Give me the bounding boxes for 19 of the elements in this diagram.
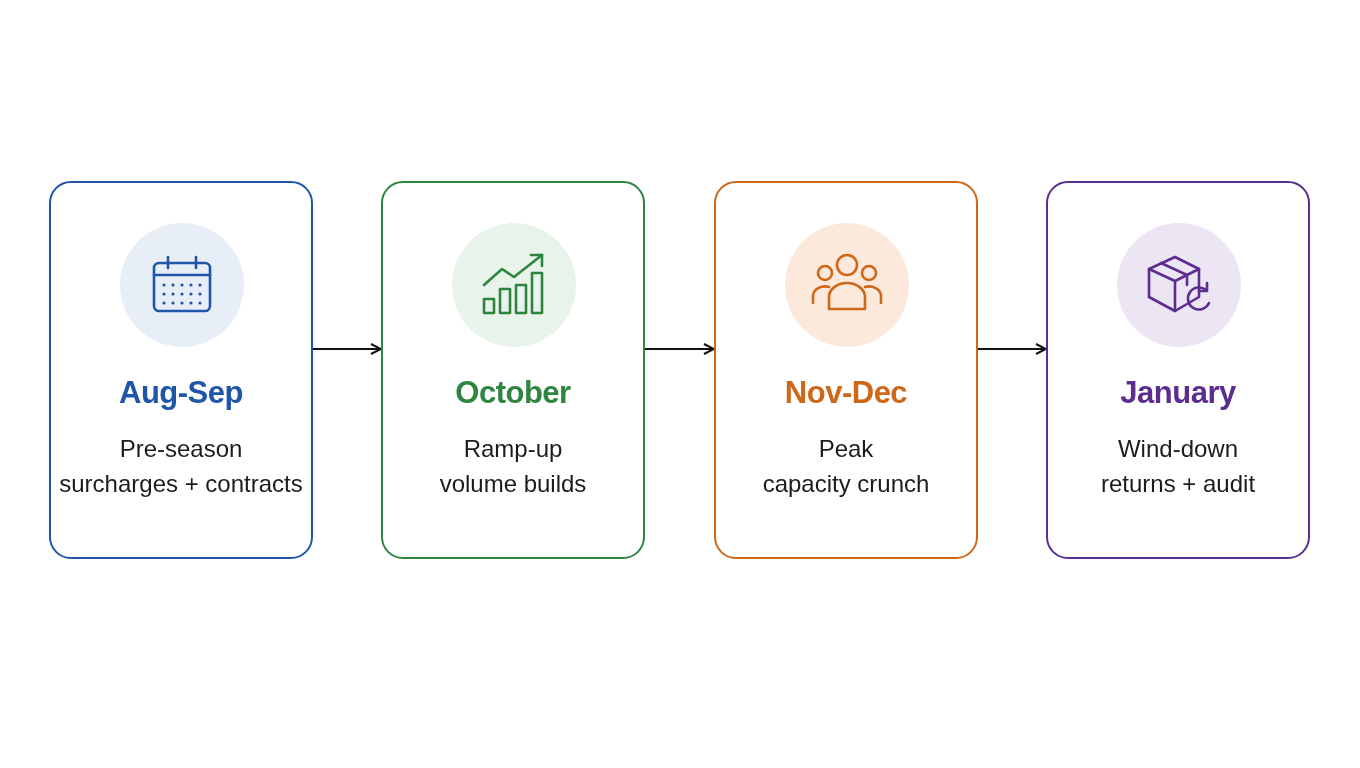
phase-card xyxy=(381,181,645,559)
phase-card xyxy=(714,181,978,559)
phase-heading: January xyxy=(1119,375,1237,411)
phase-description: volume builds xyxy=(438,470,588,498)
arrow xyxy=(644,343,715,355)
phase-description: Peak xyxy=(817,435,875,463)
phase-heading: October xyxy=(454,375,572,411)
arrow xyxy=(312,343,382,355)
phase-description: capacity crunch xyxy=(761,470,931,498)
phase-heading: Aug-Sep xyxy=(118,375,244,411)
phase-description: returns + audit xyxy=(1099,470,1257,498)
arrow xyxy=(977,343,1047,355)
phase-description: Wind-down xyxy=(1116,435,1239,463)
phase-card xyxy=(1046,181,1310,559)
phase-description: surcharges + contracts xyxy=(58,470,304,498)
phase-card xyxy=(49,181,313,559)
phase-description: Pre-season xyxy=(118,435,244,463)
phase-description: Ramp-up xyxy=(462,435,564,463)
phase-heading: Nov-Dec xyxy=(783,375,909,411)
